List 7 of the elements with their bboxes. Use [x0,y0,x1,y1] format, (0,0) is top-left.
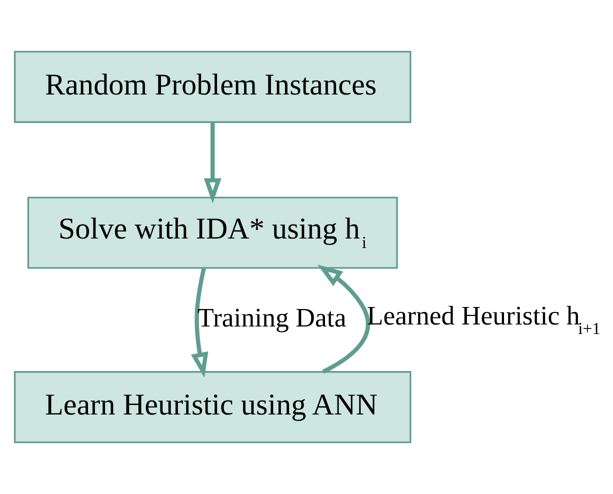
arrow [204,122,222,204]
node-box: Learn Heuristic using ANN [14,371,412,444]
edge-label: Learned Heuristic h$_{i+1}$ [366,300,601,338]
node-box: Solve with IDA* using h$_{i}$ [27,196,398,269]
arrow [190,268,208,378]
node-box: Random Problem Instances [14,50,412,123]
arrow [317,264,370,374]
